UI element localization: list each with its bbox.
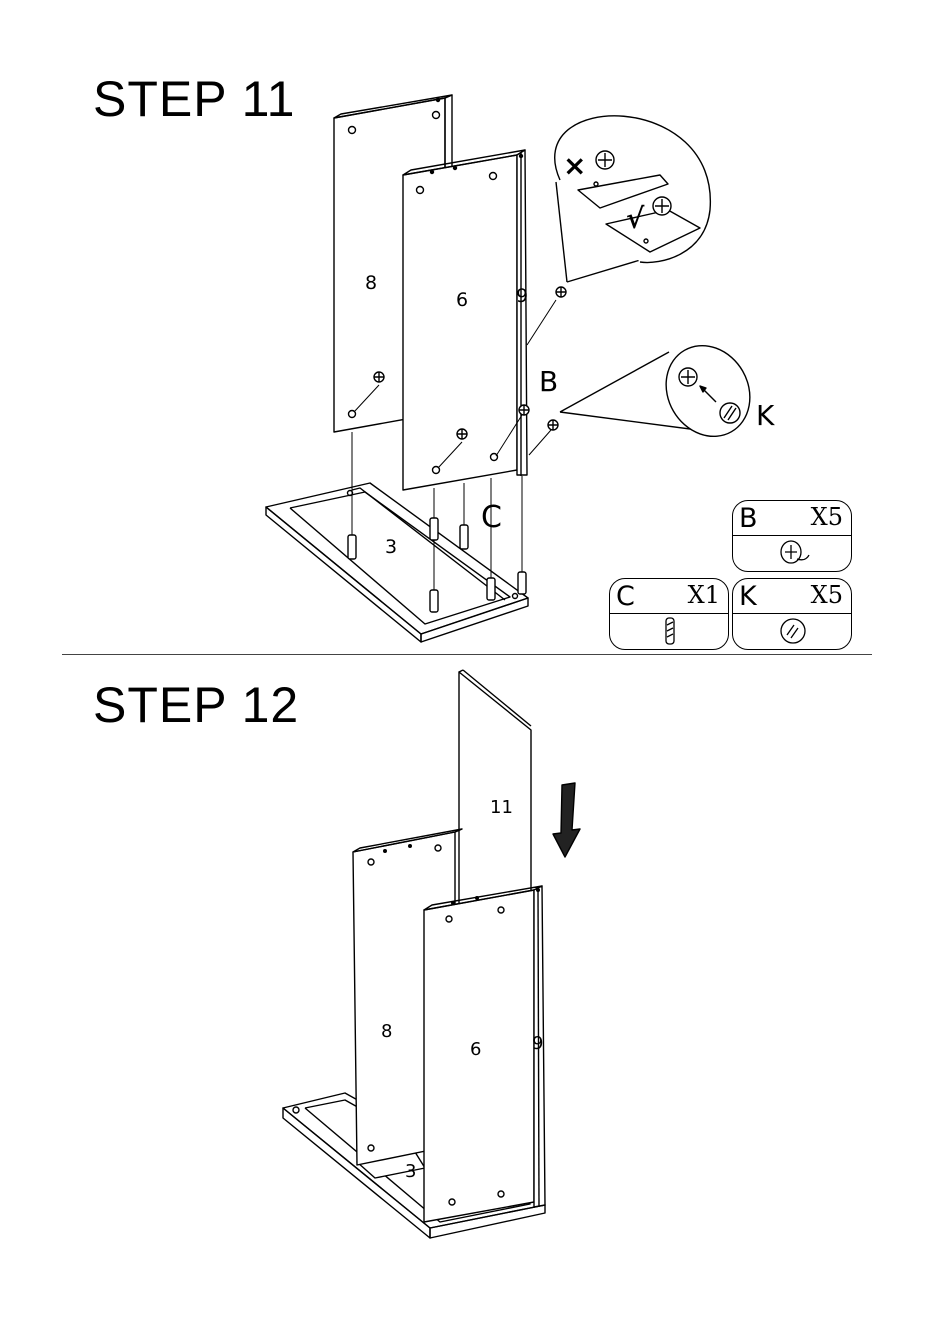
parts-k-count: X5: [811, 581, 843, 609]
label-panel-3-step12: 3: [405, 1161, 416, 1182]
label-callout-b: B: [539, 365, 558, 398]
label-callout-k: K: [756, 399, 775, 432]
label-panel-11: 11: [490, 797, 513, 818]
step-12-title: STEP 12: [93, 680, 299, 730]
detail-callout-cover-cap: [560, 330, 766, 451]
label-panel-9: 9: [516, 285, 528, 307]
label-callout-c: C: [481, 500, 502, 535]
panel-3-base-step12: [283, 1093, 545, 1238]
parts-box-k: K X5: [732, 578, 852, 650]
label-panel-9-step12: 9: [532, 1033, 543, 1054]
parts-k-letter: K: [739, 581, 757, 612]
label-panel-6-step12: 6: [470, 1039, 481, 1060]
panel-6-step12: [424, 886, 542, 1222]
wood-dowel-icon: [664, 617, 676, 645]
cam-lock-icon: [777, 539, 811, 567]
parts-c-letter: C: [616, 581, 635, 612]
parts-b-letter: B: [739, 503, 758, 534]
label-panel-8: 8: [365, 272, 377, 294]
parts-b-count: X5: [811, 503, 843, 531]
label-panel-6: 6: [456, 289, 468, 311]
label-panel-8-step12: 8: [381, 1021, 392, 1042]
cover-cap-icon: [779, 617, 807, 645]
correct-mark: √: [626, 202, 645, 235]
panel-9: [517, 150, 527, 476]
parts-box-c: C X1: [609, 578, 729, 650]
panel-8-step12: [353, 829, 462, 1165]
parts-box-b: B X5: [732, 500, 852, 572]
parts-c-count: X1: [688, 581, 720, 609]
panel-11: [459, 670, 531, 910]
arrow-down-icon: [553, 783, 580, 857]
detail-callout-orientation: [555, 116, 711, 282]
panel-9-step12: [534, 886, 545, 1207]
label-panel-3: 3: [385, 536, 397, 558]
wrong-mark: ×: [563, 149, 586, 182]
